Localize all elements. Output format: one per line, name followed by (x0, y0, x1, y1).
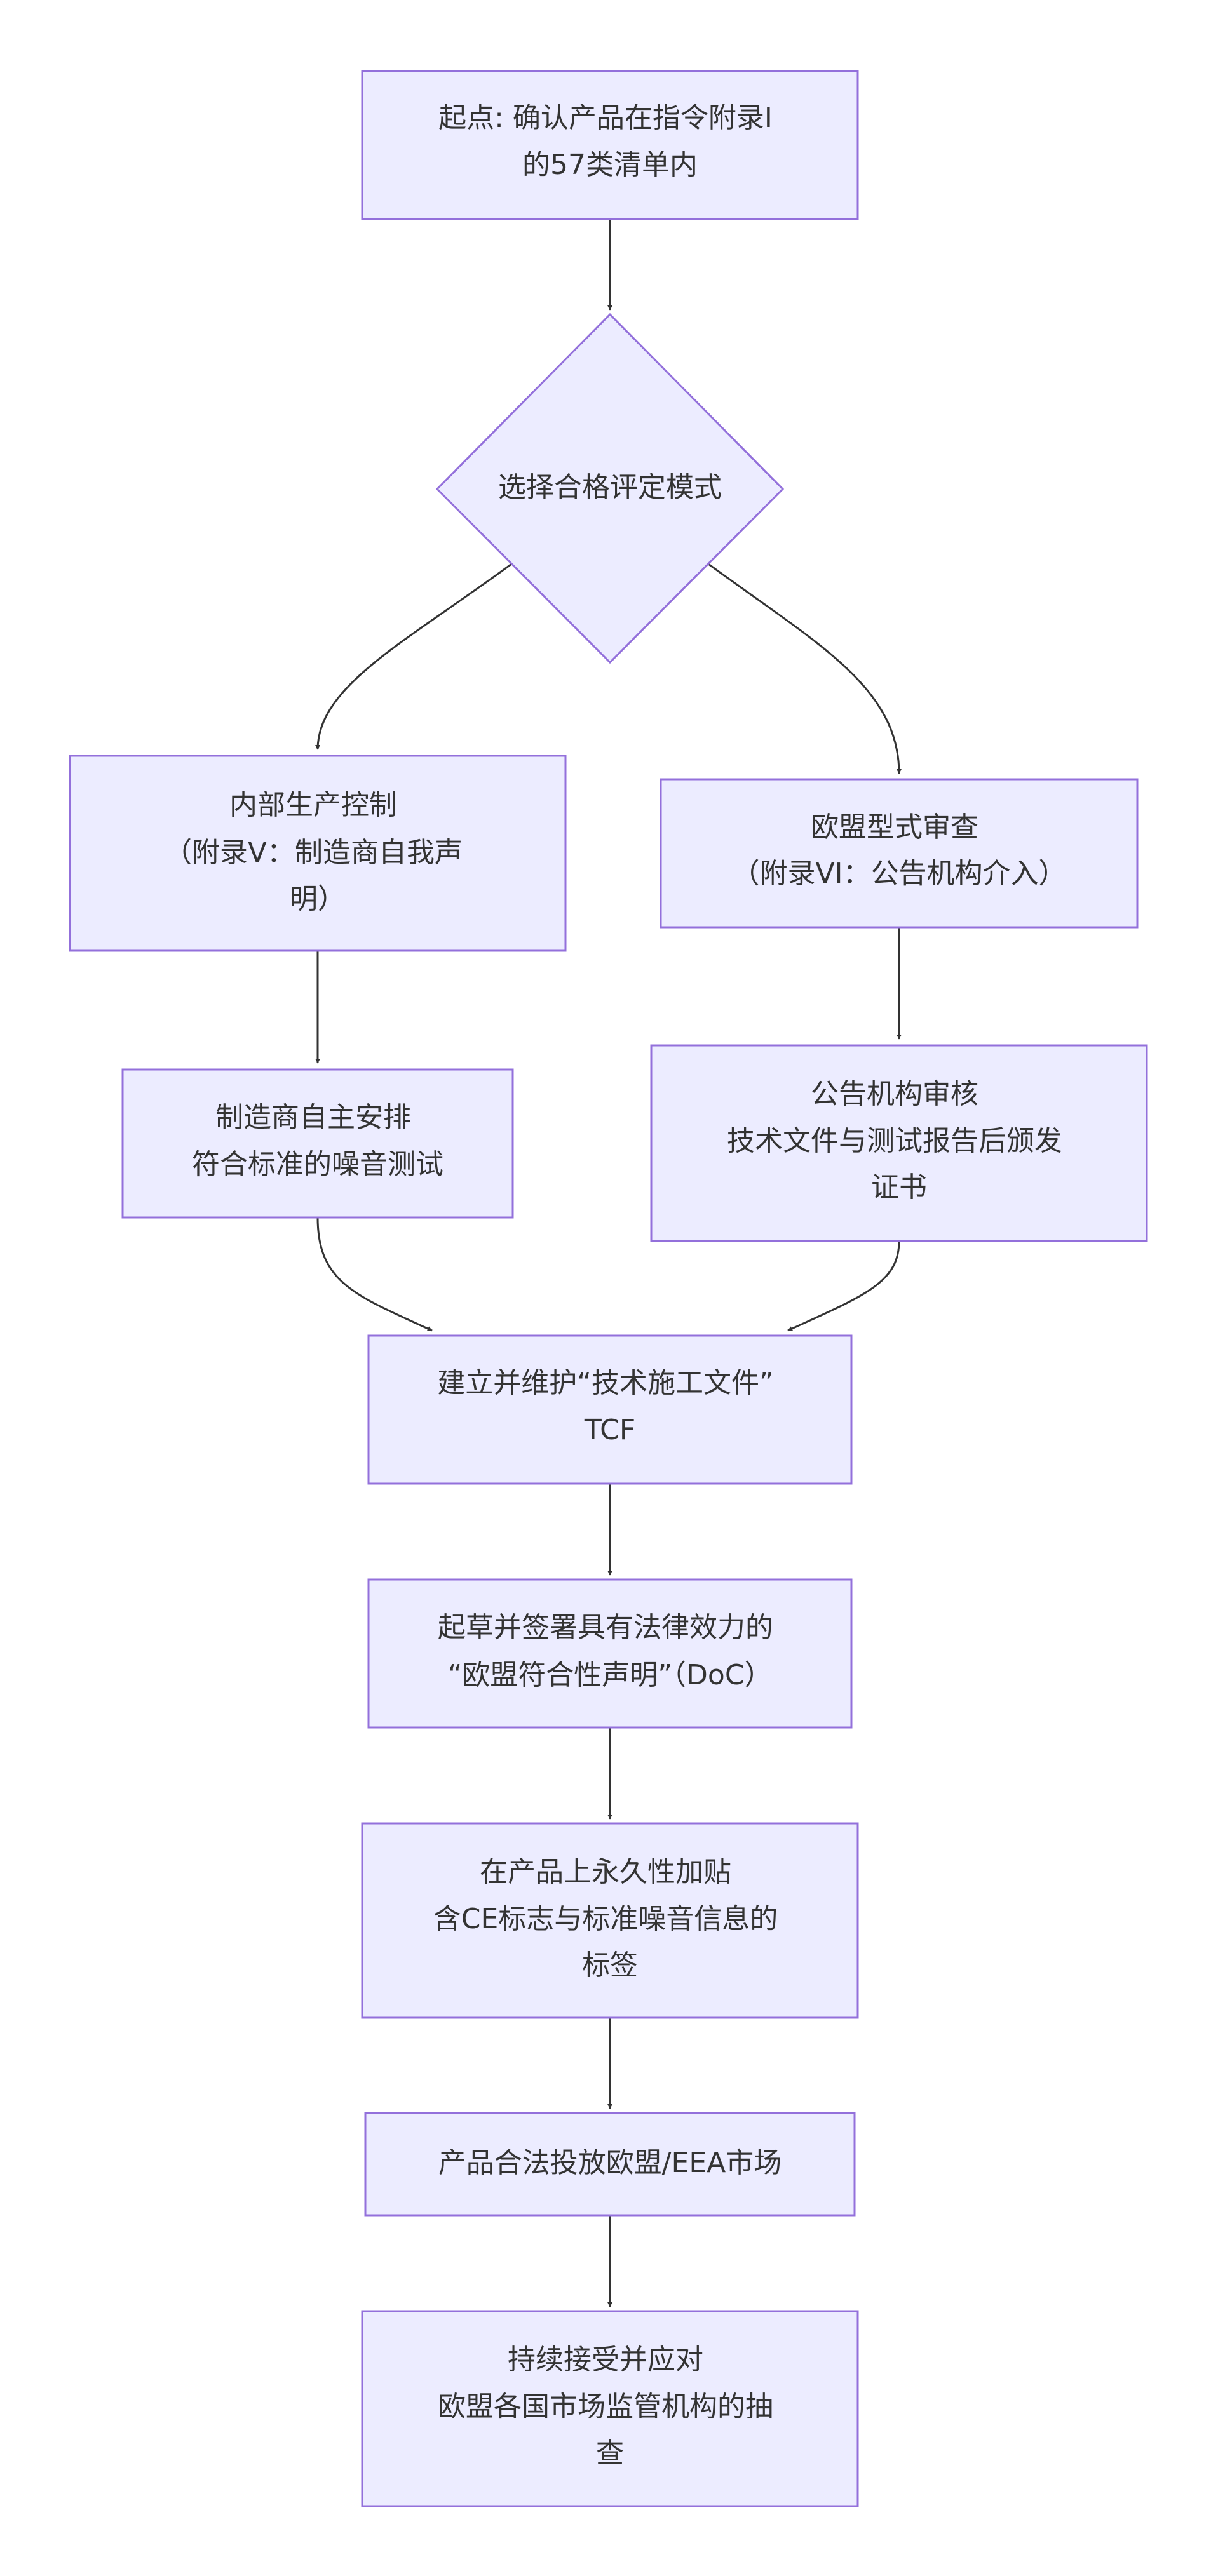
node-self-test-label: 制造商自主安排 符合标准的噪音测试 (192, 1101, 443, 1181)
node-market-label: 产品合法投放欧盟/EEA市场 (438, 2147, 782, 2179)
edge-decision-to-eu-type (708, 563, 902, 774)
node-doc-label: 起草并签署具有法律效力的 “欧盟符合性声明”（DoC） (438, 1611, 782, 1691)
node-internal-label: 内部生产控制 （附录V：制造商自我声 明） (164, 789, 471, 915)
edge-self-test-to-tcf (316, 1217, 433, 1332)
node-surveillance-label: 持续接受并应对 欧盟各国市场监管机构的抽 查 (438, 2344, 782, 2469)
node-tcf-label: 建立并维护“技术施工文件” TCF (437, 1367, 783, 1446)
node-tcf: 建立并维护“技术施工文件” TCF (367, 1334, 853, 1485)
node-surveillance: 持续接受并应对 欧盟各国市场监管机构的抽 查 (361, 2310, 859, 2507)
node-eu-type-label: 欧盟型式审查 （附录VI：公告机构介入） (731, 811, 1066, 890)
edge-decision-to-internal (315, 563, 512, 750)
node-market: 产品合法投放欧盟/EEA市场 (364, 2112, 856, 2217)
node-doc: 起草并签署具有法律效力的 “欧盟符合性声明”（DoC） (367, 1578, 853, 1729)
node-nb-review: 公告机构审核 技术文件与测试报告后颁发 证书 (650, 1044, 1148, 1242)
node-nb-review-label: 公告机构审核 技术文件与测试报告后颁发 证书 (727, 1078, 1071, 1204)
edges (315, 219, 902, 2307)
node-start-label: 起点: 确认产品在指令附录I 的57类清单内 (438, 102, 782, 181)
node-label-label: 在产品上永久性加贴 含CE标志与标准噪音信息的 标签 (433, 1856, 787, 1982)
node-label: 在产品上永久性加贴 含CE标志与标准噪音信息的 标签 (361, 1822, 859, 2019)
node-start: 起点: 确认产品在指令附录I 的57类清单内 (361, 70, 859, 220)
node-internal: 内部生产控制 （附录V：制造商自我声 明） (69, 755, 567, 952)
node-decision-label: 选择合格评定模式 (498, 471, 722, 504)
node-decision: 选择合格评定模式 (435, 312, 785, 664)
node-eu-type: 欧盟型式审查 （附录VI：公告机构介入） (660, 778, 1139, 929)
node-self-test: 制造商自主安排 符合标准的噪音测试 (121, 1068, 514, 1219)
edge-nb-review-to-tcf (787, 1240, 900, 1332)
